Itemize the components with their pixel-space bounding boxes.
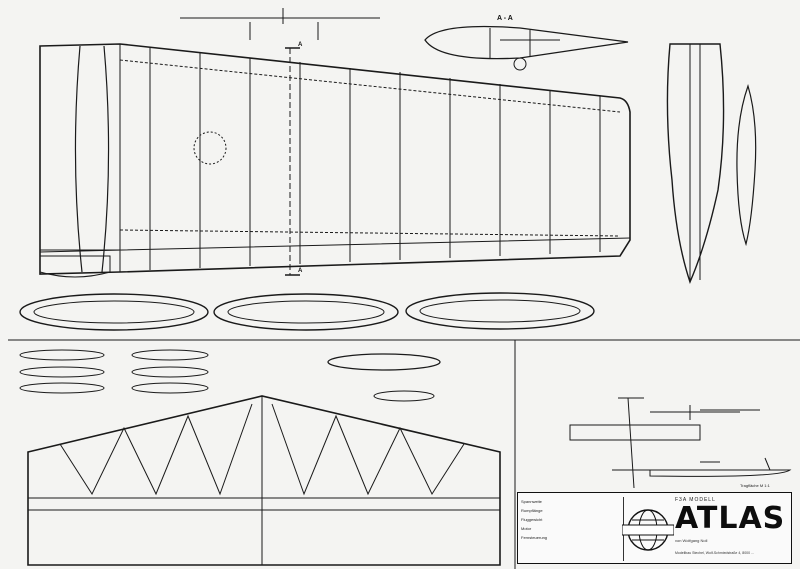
wing-planform <box>39 43 631 278</box>
cut-marker-top: A <box>298 42 303 48</box>
rib-profiles <box>19 292 595 331</box>
fuselage-section <box>424 25 629 71</box>
wing-front-view <box>180 8 380 40</box>
spec-row: Motor <box>521 526 532 531</box>
model-author: von Wolfgang Noll <box>675 538 708 543</box>
spec-row: Spannweite <box>521 499 542 504</box>
section-label: A - A <box>497 15 513 22</box>
model-name: ATLAS <box>675 501 786 536</box>
spec-row: Fernsteuerung <box>521 535 548 540</box>
stabilizer-truss <box>27 395 501 566</box>
small-ribs <box>19 349 441 402</box>
drawing-number: Tragfläche M 1:1 <box>740 483 770 488</box>
spec-row: Fluggewicht <box>521 517 543 522</box>
globe-logo-icon <box>622 509 674 551</box>
spec-row: Rumpflänge <box>521 508 543 513</box>
airplane-three-view <box>569 397 792 489</box>
model-kind: F3A MODELL <box>675 497 716 503</box>
cut-marker-bottom: A <box>298 268 303 274</box>
fuselage-side-view <box>666 43 757 284</box>
spec-list: Spannweite Rumpflänge Fluggewicht Motor … <box>521 497 624 561</box>
publisher-address: Modellbau Stechel, Wolf-Schmiedstraße 4,… <box>675 551 754 555</box>
title-block: Tragfläche M 1:1 Spannweite Rumpflänge F… <box>517 483 792 564</box>
